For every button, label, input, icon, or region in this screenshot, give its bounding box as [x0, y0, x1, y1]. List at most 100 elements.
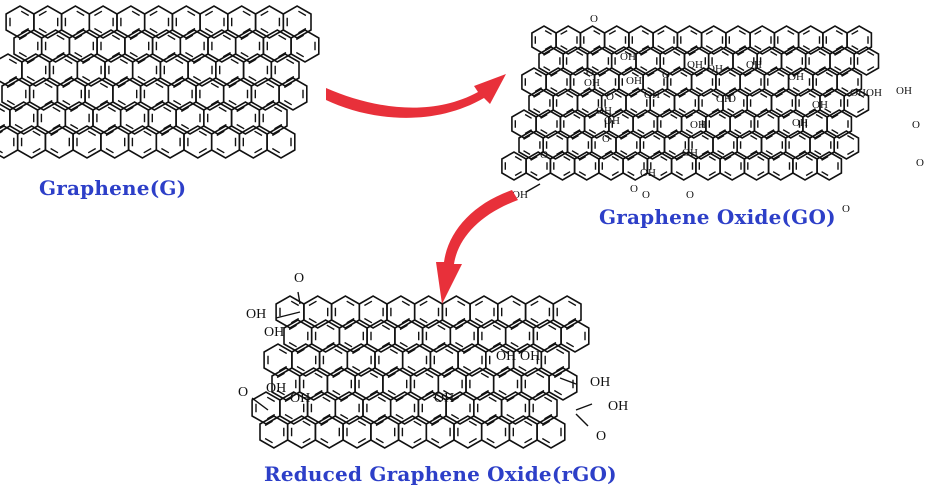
- double-bond: [620, 134, 638, 156]
- double-bond: [62, 82, 82, 106]
- double-bond: [512, 420, 533, 444]
- double-bond: [504, 155, 522, 177]
- double-bond: [573, 71, 591, 93]
- double-bond: [352, 348, 372, 372]
- double-bond: [477, 396, 497, 420]
- double-bond: [155, 34, 176, 58]
- double-bond: [598, 71, 617, 93]
- double-bond: [143, 82, 164, 106]
- double-bond: [701, 92, 719, 114]
- carbon-ring: [843, 88, 870, 118]
- carbon-ring: [846, 25, 873, 55]
- double-bond: [445, 300, 466, 324]
- oxygen-label: O: [590, 13, 598, 25]
- double-bond: [6, 82, 27, 106]
- double-bond: [486, 420, 507, 444]
- oxygen-label: O: [586, 67, 594, 79]
- double-bond: [401, 420, 422, 444]
- oxidation-arrow: [326, 74, 506, 118]
- double-bond: [747, 155, 765, 177]
- double-bond: [399, 324, 420, 348]
- double-bond: [510, 324, 531, 348]
- double-bond: [308, 300, 329, 324]
- double-bond: [455, 324, 475, 348]
- double-bond: [571, 134, 590, 156]
- double-bond: [657, 29, 675, 51]
- double-bond: [637, 113, 655, 135]
- double-bond: [255, 396, 276, 420]
- double-bond: [798, 92, 816, 114]
- carbon-ring: [258, 101, 288, 135]
- carbon-ring: [552, 295, 582, 329]
- double-bond: [530, 300, 551, 324]
- carbon-ring: [282, 5, 312, 39]
- oxygen-label: O: [728, 93, 736, 105]
- carbon-ring: [833, 130, 860, 160]
- double-bond: [705, 29, 724, 51]
- double-bond: [314, 324, 335, 348]
- double-bond: [395, 396, 416, 420]
- carbon-ring: [278, 77, 308, 111]
- double-bond: [14, 106, 35, 130]
- double-bond: [433, 348, 454, 372]
- double-bond: [553, 372, 574, 396]
- double-bond: [739, 134, 758, 156]
- hydroxyl-label: OH: [266, 381, 286, 396]
- hydroxyl-label: OH: [496, 349, 516, 364]
- double-bond: [621, 71, 639, 93]
- double-bond: [332, 372, 352, 396]
- carbon-ring: [528, 391, 558, 425]
- double-bond: [611, 113, 629, 135]
- double-bond: [814, 134, 832, 156]
- double-bond: [775, 92, 793, 114]
- double-bond: [262, 106, 283, 130]
- double-bond: [358, 372, 379, 396]
- hydroxyl-label: OH: [596, 105, 612, 117]
- double-bond: [754, 29, 772, 51]
- double-bond: [560, 29, 578, 51]
- double-bond: [614, 50, 632, 72]
- oxygen-label: O: [642, 189, 650, 201]
- double-bond: [276, 372, 297, 396]
- substituent-bond: [297, 291, 301, 305]
- double-bond: [211, 34, 231, 58]
- double-bond: [767, 71, 785, 93]
- double-bond: [802, 29, 821, 51]
- double-bond: [346, 420, 367, 444]
- oxygen-label: O: [686, 189, 694, 201]
- reduction-arrow: [436, 190, 518, 304]
- carbon-ring: [548, 367, 578, 401]
- hydroxyl-label: OH: [896, 85, 912, 97]
- double-bond: [749, 92, 768, 114]
- hydroxyl-label: OH: [264, 325, 284, 340]
- hydroxyl-label: OH: [687, 59, 703, 71]
- graphene-lattice: [0, 5, 320, 159]
- double-bond: [550, 71, 568, 93]
- substituent-bond: [575, 403, 593, 411]
- double-bond: [650, 155, 668, 177]
- double-bond: [260, 10, 281, 34]
- double-bond: [795, 155, 813, 177]
- double-bond: [366, 396, 386, 420]
- double-bond: [18, 34, 39, 58]
- double-bond: [52, 58, 73, 82]
- double-bond: [236, 106, 257, 130]
- double-bond: [734, 113, 752, 135]
- oxygen-label: O: [540, 149, 548, 161]
- double-bond: [94, 10, 114, 34]
- double-bond: [180, 106, 201, 130]
- double-bond: [805, 113, 823, 135]
- double-bond: [841, 71, 859, 93]
- double-bond: [533, 92, 551, 114]
- double-bond: [96, 106, 116, 130]
- double-bond: [544, 348, 565, 372]
- double-bond: [254, 82, 275, 106]
- oxygen-label: O: [630, 183, 638, 195]
- double-bond: [64, 10, 85, 34]
- hydroxyl-label: OH: [682, 147, 698, 159]
- double-bond: [543, 50, 561, 72]
- double-bond: [821, 155, 839, 177]
- double-bond: [70, 106, 90, 130]
